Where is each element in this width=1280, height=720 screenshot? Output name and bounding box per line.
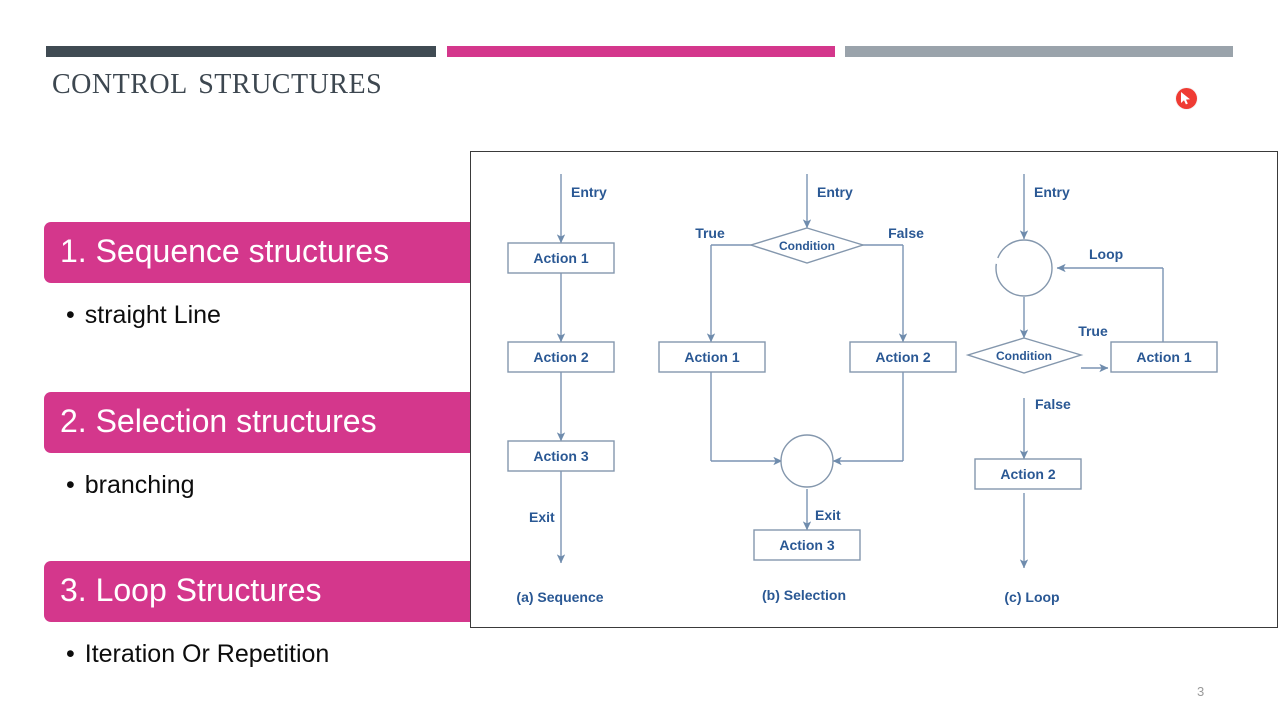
label-loop-true: True — [1078, 323, 1108, 339]
label-loop-action1: Action 1 — [1136, 349, 1191, 365]
page-title: CONTROL STRUCTURES — [52, 57, 383, 102]
label-sel-exit: Exit — [815, 507, 841, 523]
box-sel-action2 — [849, 341, 957, 373]
diamond-sel-condition — [748, 227, 866, 264]
bullet-marker: • — [66, 471, 75, 499]
label-sel-condition: Condition — [779, 239, 835, 253]
list-heading-loop: 3. Loop Structures — [44, 561, 514, 622]
label-loop-loop: Loop — [1089, 246, 1123, 262]
list-heading-selection: 2. Selection structures — [44, 392, 514, 453]
list-item-label: Iteration Or Repetition — [84, 640, 330, 668]
box-loop-action2 — [974, 458, 1082, 490]
label-seq-action3: Action 3 — [533, 448, 588, 464]
box-sel-action1 — [658, 341, 766, 373]
list-item-iteration: • Iteration Or Repetition — [44, 622, 514, 667]
list-item-label: straight Line — [84, 301, 221, 329]
label-seq-exit: Exit — [529, 509, 555, 525]
label-loop-action2: Action 2 — [1000, 466, 1055, 482]
box-sel-action3 — [753, 529, 861, 561]
box-seq-action2 — [507, 341, 615, 373]
caption-selection: (b) Selection — [762, 587, 846, 603]
list-item-label: branching — [84, 471, 195, 499]
header-bar-gray — [845, 46, 1233, 57]
caption-loop: (c) Loop — [1004, 589, 1059, 605]
diamond-loop-condition — [965, 337, 1084, 374]
label-sel-action2: Action 2 — [875, 349, 930, 365]
box-seq-action3 — [507, 440, 615, 472]
box-loop-action1 — [1110, 341, 1218, 373]
list-heading-sequence: 1. Sequence structures — [44, 222, 514, 283]
label-sel-action3: Action 3 — [779, 537, 834, 553]
list-item-branching: • branching — [44, 453, 514, 498]
circle-sel-merge — [780, 434, 834, 488]
bullet-marker: • — [66, 301, 75, 329]
label-seq-action2: Action 2 — [533, 349, 588, 365]
header-bar-pink — [447, 46, 835, 57]
circle-loop-merge — [995, 239, 1053, 297]
label-sel-true: True — [695, 225, 725, 241]
label-loop-entry: Entry — [1034, 184, 1070, 200]
header-bar-dark — [46, 46, 436, 57]
label-seq-entry: Entry — [571, 184, 607, 200]
bullet-marker: • — [66, 640, 75, 668]
page-number: 3 — [1197, 684, 1205, 699]
label-sel-entry: Entry — [817, 184, 853, 200]
mouse-pointer-icon — [1181, 92, 1190, 105]
flowchart-image: Action 1 Action 2 Action 3 Action 1 Acti… — [470, 151, 1278, 628]
cursor-highlight — [1176, 88, 1197, 109]
list-item-straight-line: • straight Line — [44, 283, 514, 328]
label-sel-action1: Action 1 — [684, 349, 739, 365]
label-loop-condition: Condition — [996, 349, 1052, 363]
label-seq-action1: Action 1 — [533, 250, 588, 266]
bullet-list: 1. Sequence structures • straight Line 2.… — [44, 210, 514, 667]
control-structures-diagram: Action 1 Action 2 Action 3 Action 1 Acti… — [507, 174, 1218, 605]
label-loop-false: False — [1035, 396, 1071, 412]
label-sel-false: False — [888, 225, 924, 241]
box-seq-action1 — [507, 242, 615, 274]
caption-sequence: (a) Sequence — [516, 589, 603, 605]
